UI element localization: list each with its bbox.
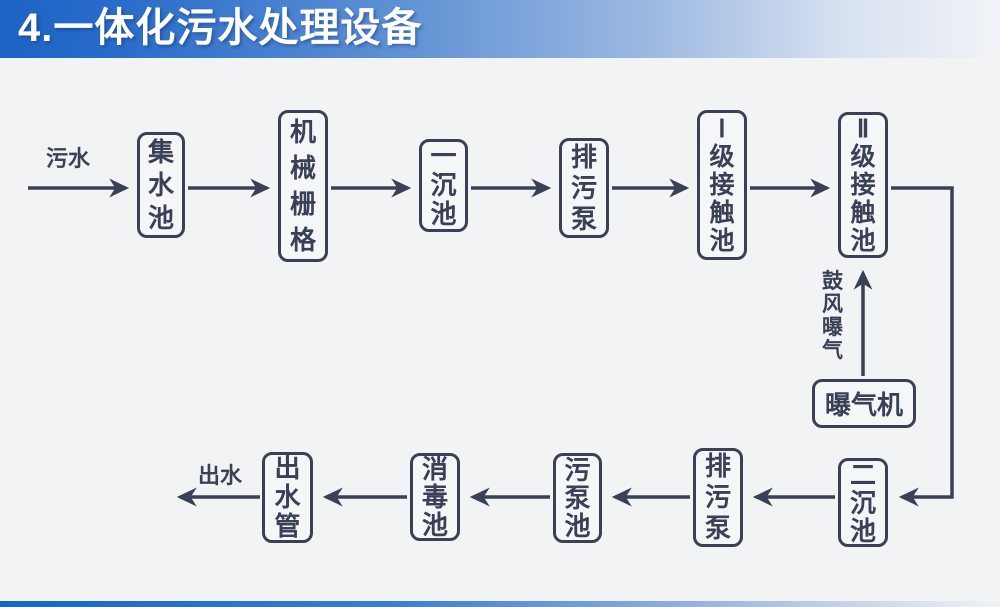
node-aerator: 曝气机 [812, 379, 916, 428]
node-aerator-label: 曝气机 [824, 390, 903, 420]
node-disinfection-tank: 消 毒 池 [410, 453, 460, 541]
node-sewage-pump-bottom: 排 污 泵 [693, 448, 743, 547]
node-level2-contact-tank: Ⅱ 级 接 触 池 [838, 112, 888, 258]
bottom-accent-bar [0, 601, 1000, 607]
node-primary-sedimentation-tank: 一 沉 池 [419, 139, 468, 232]
connector-level2-to-secondary [891, 186, 954, 507]
aeration-label: 鼓 风 曝 气 [822, 270, 843, 362]
node-mechanical-grid: 机 械 栅 格 [278, 110, 328, 262]
outflow-label: 出水 [198, 463, 243, 488]
node-level1-contact-tank: Ⅰ 级 接 触 池 [697, 110, 747, 260]
node-sewage-pump-top: 排 污 泵 [559, 138, 609, 238]
node-primary-sedimentation-label: 一 沉 池 [430, 141, 457, 229]
node-outlet-pipe-label: 出 水 管 [274, 453, 301, 541]
node-sewage-pump-bottom-label: 排 污 泵 [704, 451, 731, 543]
node-collection-tank-label: 集 水 池 [147, 136, 174, 233]
node-secondary-sedimentation-tank: 二 沉 池 [838, 458, 888, 547]
node-level1-contact-label: Ⅰ 级 接 触 池 [709, 115, 735, 255]
node-level2-contact-label: Ⅱ 级 接 触 池 [850, 115, 876, 255]
node-sewage-pump-top-label: 排 污 泵 [570, 141, 597, 234]
node-secondary-sedimentation-label: 二 沉 池 [849, 459, 876, 546]
inflow-label: 污水 [46, 146, 91, 171]
node-outlet-pipe: 出 水 管 [262, 452, 313, 543]
node-sewage-pump-tank: 污 泵 池 [553, 453, 602, 543]
page-title: 4.一体化污水处理设备 [18, 6, 423, 50]
node-collection-tank: 集 水 池 [137, 132, 185, 238]
slide-title-banner: 4.一体化污水处理设备 [0, 0, 1000, 58]
node-mechanical-grid-label: 机 械 栅 格 [289, 117, 316, 255]
node-disinfection-tank-label: 消 毒 池 [421, 454, 448, 540]
node-sewage-pump-tank-label: 污 泵 池 [564, 455, 591, 541]
